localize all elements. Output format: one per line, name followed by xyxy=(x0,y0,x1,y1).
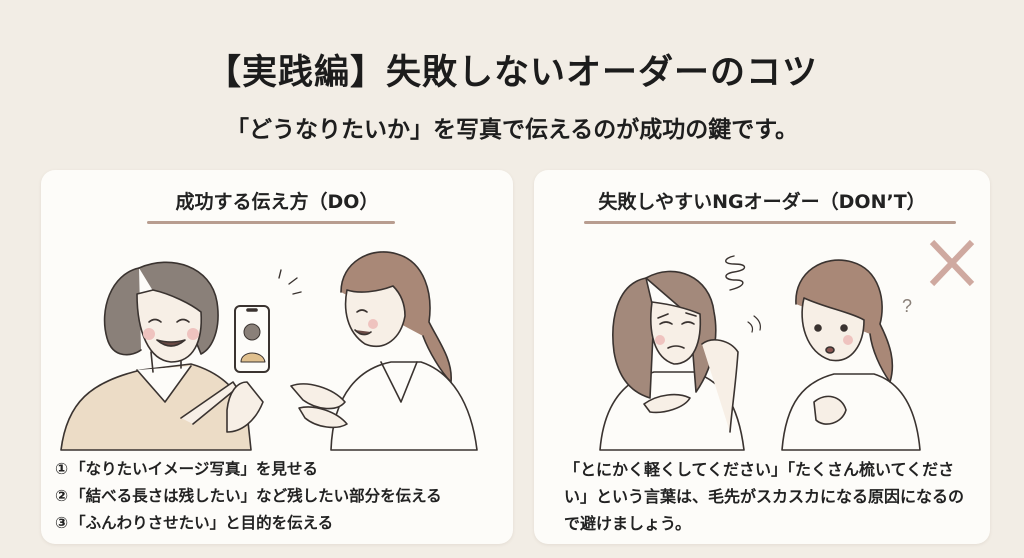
cross-icon xyxy=(929,239,975,287)
worried-woman-figure xyxy=(599,255,761,451)
older-woman-figure xyxy=(60,261,252,451)
dont-card-heading: 失敗しやすいNGオーダー（DON’T） xyxy=(598,191,926,213)
do-card-heading: 成功する伝え方（DO） xyxy=(175,191,379,213)
list-item: ③「ふんわりさせたい」と目的を伝える xyxy=(55,514,334,532)
dont-card: 失敗しやすいNGオーダー（DON’T） xyxy=(534,170,990,544)
page-subtitle: 「どうなりたいか」を写真で伝えるのが成功の鍵です。 xyxy=(225,117,798,143)
question-mark-icon: ? xyxy=(902,296,912,316)
do-card: 成功する伝え方（DO） xyxy=(41,170,513,544)
page-title: 【実践編】失敗しないオーダーのコツ xyxy=(205,52,818,93)
list-item: ①「なりたいイメージ写真」を見せる xyxy=(55,460,318,478)
puzzled-stylist-figure xyxy=(781,259,921,451)
heading-underline xyxy=(584,221,956,224)
smartphone-with-photo xyxy=(226,269,302,433)
stylist-figure xyxy=(290,251,478,451)
do-illustration xyxy=(60,251,478,451)
do-tips-list: ①「なりたいイメージ写真」を見せる ②「結べる長さは残したい」など残したい部分を… xyxy=(55,456,442,537)
ng-order-warning: 「とにかく軽くしてください」「たくさん梳いてください」という言葉は、毛先がスカス… xyxy=(564,460,965,533)
list-item: ②「結べる長さは残したい」など残したい部分を伝える xyxy=(55,487,442,505)
dont-illustration: ? xyxy=(599,239,975,451)
heading-underline xyxy=(147,221,395,224)
